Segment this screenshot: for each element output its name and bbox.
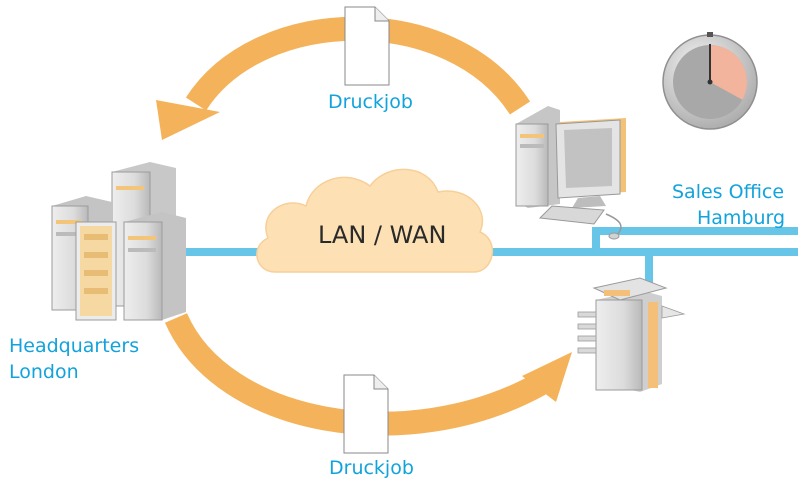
top-druckjob-label: Druckjob — [328, 91, 413, 113]
bottom-arrow — [164, 312, 572, 436]
office-label-line2: Hamburg — [697, 207, 786, 229]
office-label-line1: Sales Office — [672, 181, 785, 203]
hq-label-line2: London — [9, 361, 79, 383]
clock-icon — [662, 32, 758, 130]
cloud-icon — [256, 168, 494, 273]
hq-label-line1: Headquarters — [9, 335, 140, 357]
cloud-label: LAN / WAN — [318, 221, 447, 249]
document-icon — [344, 6, 390, 86]
server-cluster-icon — [51, 162, 186, 321]
network-lines — [170, 227, 798, 290]
desktop-computer-icon — [515, 106, 626, 240]
document-icon — [343, 374, 389, 454]
top-arrow — [156, 16, 531, 140]
bottom-druckjob-label: Druckjob — [329, 457, 414, 479]
printer-copier-icon — [577, 277, 686, 392]
